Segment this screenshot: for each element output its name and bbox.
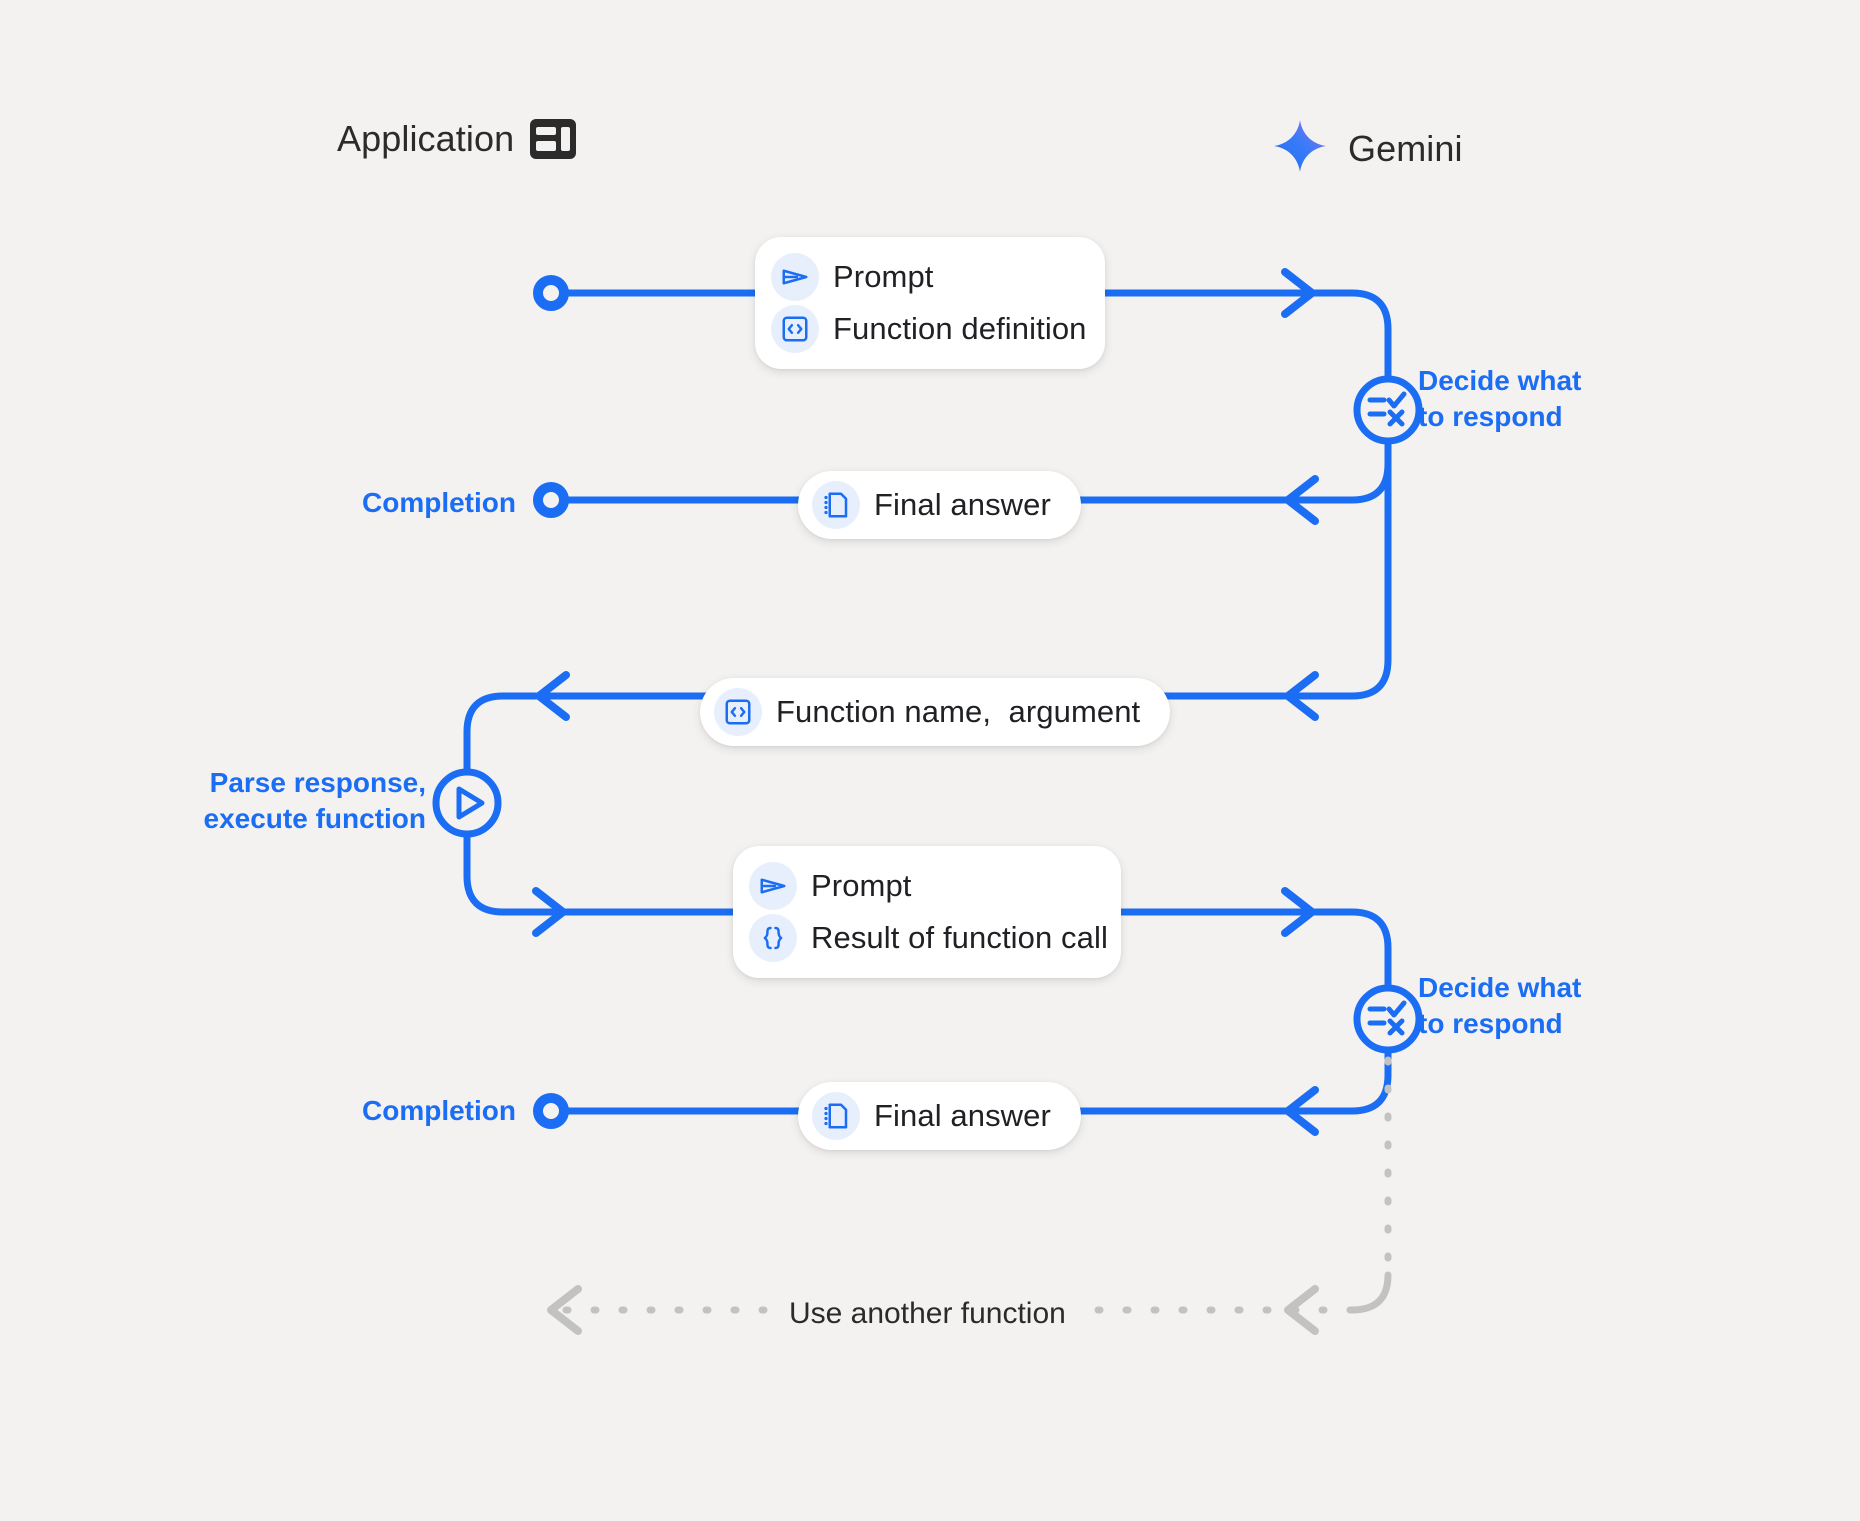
card-row-label: Final answer (874, 487, 1051, 522)
actor-application: Application (337, 118, 577, 160)
arrowhead-to-gemini-2 (532, 887, 567, 937)
message-card-prompt-result: Prompt Result of function call (733, 846, 1121, 978)
annotation-decide-1: Decide what to respond (1418, 365, 1582, 432)
route-parse-in (463, 692, 555, 776)
message-card-function-name-argument: Function name, argument (700, 678, 1171, 746)
loop-back-label: Use another function (775, 1297, 1080, 1331)
code-brackets-icon (771, 305, 819, 353)
card-row-label: Function definition (833, 311, 1087, 346)
play-circle-icon (432, 768, 502, 838)
card-row-label: Function name, argument (776, 694, 1141, 729)
dashed-arrowhead-left (547, 1285, 582, 1335)
arrowhead-to-gemini-3 (1281, 887, 1316, 937)
annotation-completion-1: Completion (362, 487, 516, 518)
gemini-sparkle-icon (1272, 118, 1328, 179)
route-decide2-out (1296, 1046, 1392, 1115)
annotation-parse-execute: Parse response, execute function (203, 767, 426, 834)
arrowhead-to-app-3 (535, 671, 570, 721)
code-brackets-icon (714, 688, 762, 736)
document-icon (812, 481, 860, 529)
arrowhead-to-app-1 (1284, 475, 1319, 525)
actor-gemini-label: Gemini (1348, 127, 1463, 169)
card-row-label: Prompt (811, 868, 912, 903)
route-decide1-out (1296, 437, 1392, 700)
arrowhead-to-gemini-1 (1281, 268, 1316, 318)
annotation-decide-2: Decide what to respond (1418, 972, 1582, 1039)
card-row: Prompt (749, 860, 1095, 912)
actor-application-label: Application (337, 118, 515, 159)
node-completion-2 (533, 1093, 569, 1129)
card-row-label: Final answer (874, 1098, 1051, 1133)
route-parse-out (463, 830, 555, 916)
document-icon (812, 1092, 860, 1140)
card-row-label: Result of function call (811, 920, 1108, 955)
app-layout-icon (530, 119, 577, 159)
dashed-loop-corner (1348, 1271, 1392, 1314)
message-card-prompt-function-definition: Prompt Function definition (755, 237, 1105, 369)
route-gemini-decide-2 (1296, 908, 1392, 992)
dashed-arrowhead-right (1284, 1285, 1319, 1335)
route-final-answer-1 (1296, 456, 1392, 504)
message-card-final-answer-1: Final answer (798, 471, 1081, 539)
card-row: Function definition (771, 303, 1086, 355)
send-icon (749, 862, 797, 910)
route-gemini-decide-1 (1296, 289, 1392, 383)
annotation-completion-2: Completion (362, 1095, 516, 1126)
card-row: Function name, argument (714, 686, 1140, 738)
card-row-label: Prompt (833, 259, 934, 294)
card-row: Prompt (771, 251, 1079, 303)
decision-checklist-icon-1 (1353, 375, 1423, 445)
node-start-request (533, 275, 569, 311)
send-icon (771, 253, 819, 301)
actor-gemini: Gemini (1272, 118, 1463, 179)
arrowhead-to-app-2 (1284, 671, 1319, 721)
decision-checklist-icon-2 (1353, 984, 1423, 1054)
card-row: Final answer (812, 479, 1051, 531)
card-row: Final answer (812, 1090, 1051, 1142)
arrowhead-to-app-4 (1284, 1086, 1319, 1136)
message-card-final-answer-2: Final answer (798, 1082, 1081, 1150)
card-row: Result of function call (749, 912, 1108, 964)
curly-braces-icon (749, 914, 797, 962)
node-completion-1 (533, 482, 569, 518)
